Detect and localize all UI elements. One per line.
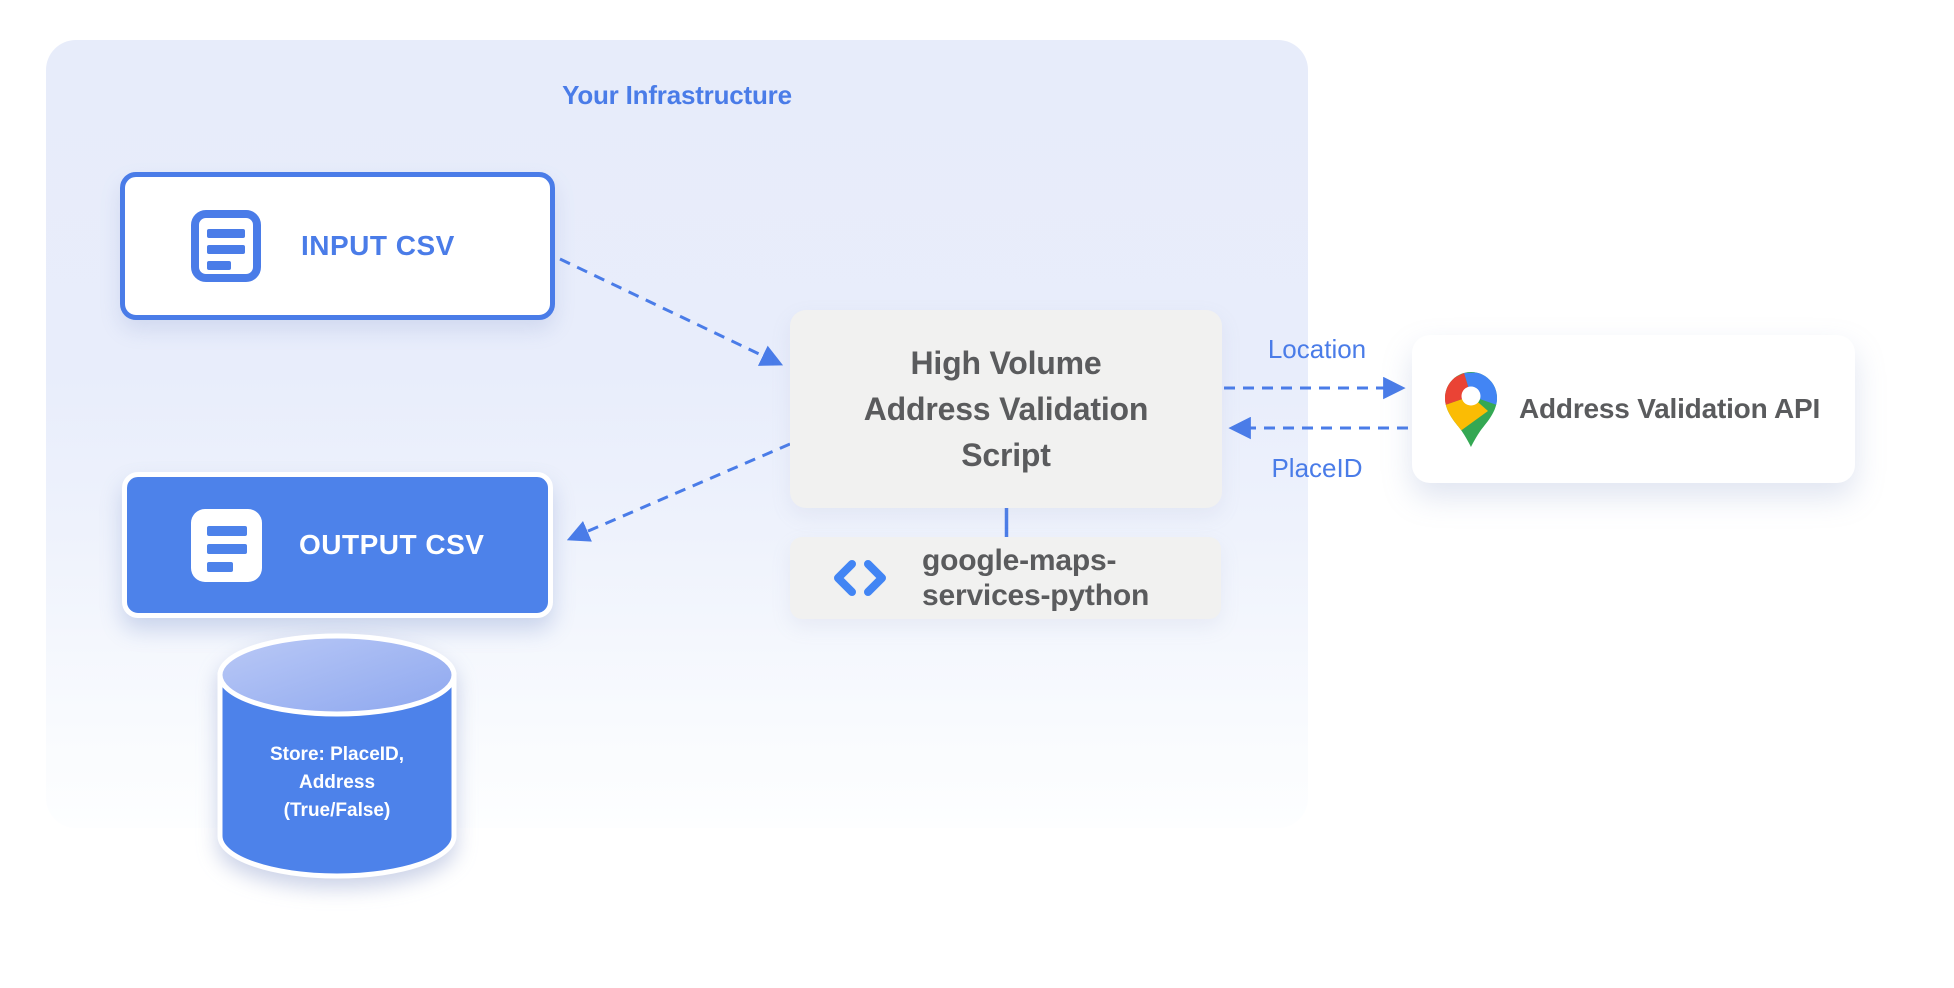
- library-label: google-maps- services-python: [922, 543, 1149, 613]
- google-maps-pin-icon: [1445, 371, 1497, 447]
- script-line-3: Script: [961, 437, 1051, 473]
- datastore-cylinder: [217, 633, 457, 879]
- infrastructure-title: Your Infrastructure: [562, 80, 792, 110]
- datastore-line-1: Store: PlaceID,: [269, 744, 405, 765]
- placeid-edge-label: PlaceID: [1271, 453, 1363, 483]
- script-node: High Volume Address Validation Script: [790, 310, 1222, 508]
- output-csv-node: OUTPUT CSV: [122, 472, 553, 618]
- location-edge-label: Location: [1267, 334, 1367, 364]
- input-csv-label: INPUT CSV: [301, 230, 455, 261]
- api-node: Address Validation API: [1412, 335, 1855, 483]
- library-line-2: services-python: [922, 579, 1150, 612]
- script-line-1: High Volume: [910, 345, 1102, 381]
- datastore-line-3: (True/False): [283, 800, 391, 821]
- input-csv-node: INPUT CSV: [120, 172, 555, 320]
- document-icon: [191, 210, 261, 282]
- code-icon: [834, 560, 886, 596]
- library-node: google-maps- services-python: [790, 537, 1221, 619]
- datastore-label: Store: PlaceID, Address (True/False): [240, 741, 434, 825]
- library-line-1: google-maps-: [922, 544, 1117, 577]
- datastore-line-2: Address: [298, 772, 376, 793]
- document-icon: [191, 508, 262, 582]
- script-line-2: Address Validation: [863, 391, 1149, 427]
- output-csv-label: OUTPUT CSV: [299, 529, 485, 560]
- api-label: Address Validation API: [1519, 393, 1821, 424]
